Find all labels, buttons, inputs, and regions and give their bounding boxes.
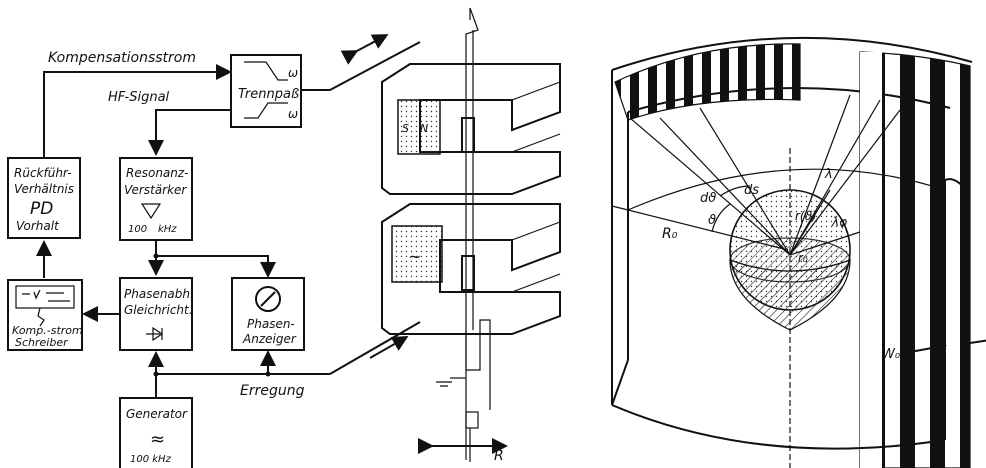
magnet-s: S <box>402 122 409 135</box>
label-hf-signal: HF-Signal <box>108 90 170 105</box>
resonanz-unit: kHz <box>158 224 177 235</box>
wire-hf-signal <box>148 109 231 156</box>
arrow-W0 <box>909 340 947 357</box>
label-kompensationsstrom: Kompensationsstrom <box>48 50 196 66</box>
rim-outer-top <box>611 36 973 71</box>
upper-coil <box>461 117 475 153</box>
resonanz-line1: Resonanz- <box>126 166 189 180</box>
apparatus: S N ~ R <box>381 7 561 464</box>
radius-R0 <box>611 205 789 251</box>
ground-icon <box>436 381 452 387</box>
arc-dtheta <box>719 185 751 197</box>
omega-top: ω <box>288 66 298 80</box>
lower-yoke-edges <box>381 221 561 328</box>
recorder-trace-icon <box>22 289 70 302</box>
phasenabh-line1: Phasenabh. <box>124 287 194 301</box>
suspension-wire <box>465 7 479 460</box>
label-erregung: Erregung <box>240 383 305 399</box>
wall-right-top <box>944 178 967 191</box>
upper-yoke-edges <box>381 81 561 188</box>
cylinder-figure: dϑ ϑ ds λ r(ϑ) r₀ R₀ λφ W₀ <box>611 36 986 468</box>
arc-theta <box>711 203 731 233</box>
label-lambda: λ <box>824 167 833 182</box>
label-theta: ϑ <box>708 213 716 228</box>
rueckfuehr-line4: Vorhalt <box>16 219 60 233</box>
schreiber-line2: Schreiber <box>15 336 69 349</box>
lower-yoke <box>381 203 561 335</box>
highpass-curve <box>244 102 288 119</box>
floor-front-curve <box>611 404 946 450</box>
label-r-theta: r(ϑ) <box>795 209 817 223</box>
wire-to-anzeiger <box>156 255 276 278</box>
rueckfuehr-line2: Verhältnis <box>14 182 74 196</box>
label-r0: r₀ <box>798 251 808 265</box>
trennpass-box <box>230 54 302 128</box>
coil-tilde: ~ <box>408 247 421 266</box>
wire-trennpass-apparatus <box>301 41 421 91</box>
rays <box>629 94 901 256</box>
resonanz-box <box>119 157 193 241</box>
arrow-double <box>340 34 389 65</box>
axis-r-label: R <box>494 448 504 464</box>
trennpass-title: Trennpaß <box>238 87 299 102</box>
lower-coil <box>461 255 475 291</box>
sphere-equator <box>729 237 851 283</box>
block-diagram: Kompensationsstrom ω ω Trennpaß HF-Signa… <box>7 34 421 468</box>
generator-line1: Generator <box>126 407 188 421</box>
label-ds: ds <box>744 183 759 198</box>
label-R0: R₀ <box>662 226 678 242</box>
lower-linkage <box>465 319 491 410</box>
excitation-coil <box>391 225 443 283</box>
lowpass-curve <box>244 61 288 81</box>
generator-box <box>119 397 193 468</box>
sample-holder <box>465 411 479 429</box>
diode-icon <box>146 326 164 342</box>
arrow-W0-right <box>969 339 986 344</box>
wire-erregung-out <box>329 321 421 375</box>
permanent-magnet <box>397 99 441 155</box>
rueckfuehr-line1: Rückführ- <box>14 166 72 180</box>
recorder-pen-icon <box>37 307 45 327</box>
plane-back-arc <box>627 168 946 211</box>
amplifier-triangle-icon <box>140 203 162 220</box>
resonanz-freq: 100 <box>128 224 147 235</box>
omega-bottom: ω <box>288 107 298 121</box>
generator-freq: 100 kHz <box>130 454 172 465</box>
label-dtheta: dϑ <box>700 191 716 206</box>
resonanz-line2: Verstärker <box>124 183 187 197</box>
phasenabh-line2: Gleichricht. <box>124 303 193 317</box>
stripe-band-back <box>614 43 801 121</box>
generator-symbol: ≈ <box>150 429 165 450</box>
arrow-erregung <box>369 336 409 359</box>
gauge-needle-icon <box>260 291 276 307</box>
anzeiger-line2: Anzeiger <box>242 332 297 346</box>
gauge-icon <box>255 286 281 312</box>
rueckfuehr-box <box>7 157 81 239</box>
label-lambda-phi: λφ <box>831 215 847 229</box>
magnet-n: N <box>420 122 428 135</box>
anzeiger-line1: Phasen- <box>247 317 295 331</box>
anzeiger-box <box>231 277 305 351</box>
rueckfuehr-line3: PD <box>30 199 53 219</box>
schreiber-line1: Komp.-strom <box>12 324 83 337</box>
wall-left-base <box>611 359 629 406</box>
label-W0: W₀ <box>882 347 901 362</box>
wire-kompensationsstrom <box>43 64 232 160</box>
recorder-display-icon <box>15 285 75 309</box>
